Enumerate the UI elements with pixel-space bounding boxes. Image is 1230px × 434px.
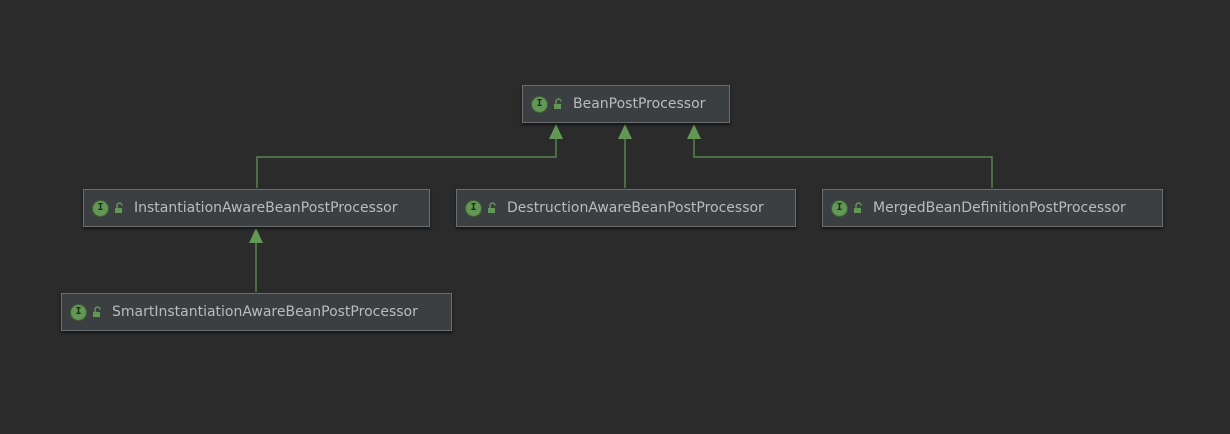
- public-lock-icon: [488, 202, 496, 213]
- edge-mbdpp-to-bpp: [693, 138, 993, 188]
- node-label: BeanPostProcessor: [573, 96, 706, 112]
- interface-icon: I: [831, 199, 848, 217]
- edge-iabpp-to-bpp: [256, 138, 557, 188]
- interface-icon: I: [531, 95, 548, 113]
- node-smart-instantiation-aware-bean-post-processor[interactable]: I SmartInstantiationAwareBeanPostProcess…: [61, 293, 452, 331]
- arrowhead-dabpp-to-bpp: [618, 124, 632, 139]
- node-merged-bean-definition-post-processor[interactable]: I MergedBeanDefinitionPostProcessor: [822, 189, 1163, 227]
- node-bean-post-processor[interactable]: I BeanPostProcessor: [522, 85, 730, 123]
- node-label: InstantiationAwareBeanPostProcessor: [134, 200, 398, 216]
- public-lock-icon: [115, 202, 123, 213]
- interface-icon: I: [92, 199, 109, 217]
- node-destruction-aware-bean-post-processor[interactable]: I DestructionAwareBeanPostProcessor: [456, 189, 796, 227]
- arrowhead-siabpp-to-iabpp: [249, 228, 263, 243]
- node-instantiation-aware-bean-post-processor[interactable]: I InstantiationAwareBeanPostProcessor: [83, 189, 430, 227]
- node-label: DestructionAwareBeanPostProcessor: [507, 200, 764, 216]
- node-label: SmartInstantiationAwareBeanPostProcessor: [112, 304, 418, 320]
- interface-icon: I: [70, 303, 87, 321]
- interface-icon: I: [465, 199, 482, 217]
- arrowhead-mbdpp-to-bpp: [687, 124, 701, 139]
- public-lock-icon: [93, 306, 101, 317]
- node-label: MergedBeanDefinitionPostProcessor: [873, 200, 1126, 216]
- arrowhead-iabpp-to-bpp: [549, 124, 563, 139]
- public-lock-icon: [854, 202, 862, 213]
- public-lock-icon: [554, 98, 562, 109]
